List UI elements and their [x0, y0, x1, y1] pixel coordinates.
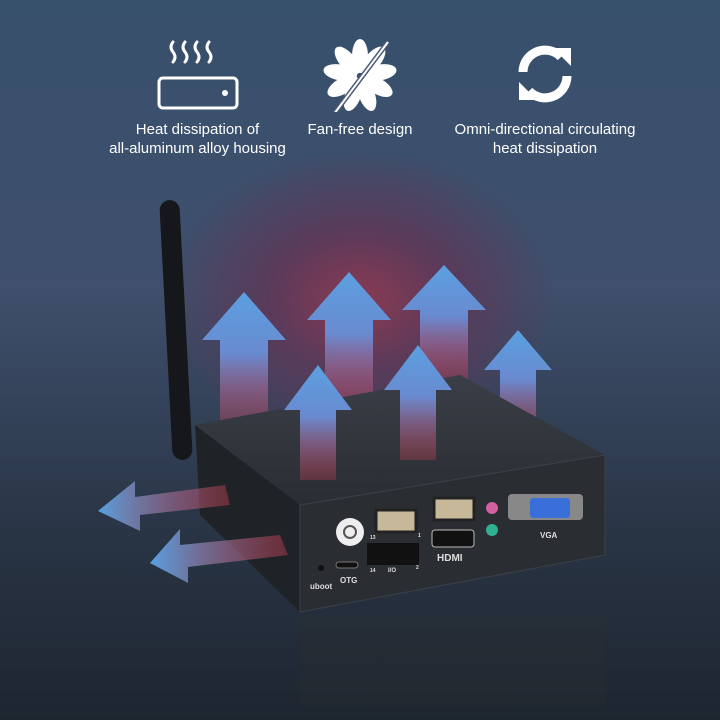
vga-label: VGA — [540, 531, 558, 540]
otg-label: OTG — [340, 576, 358, 585]
io-header — [367, 543, 419, 565]
hdmi-label: HDMI — [437, 553, 463, 564]
mic-jack — [486, 502, 498, 514]
antenna — [159, 200, 193, 460]
feature-fanfree: Fan-free design — [290, 32, 430, 139]
feature-circulating: Omni-directional circulating heat dissipa… — [440, 32, 650, 158]
audio-jack — [486, 524, 498, 536]
heat-arrow-left — [150, 529, 288, 583]
heat-arrow-up — [284, 365, 352, 480]
device-side — [195, 425, 300, 612]
uboot-button[interactable] — [318, 565, 324, 571]
heat-arrow-up — [307, 272, 391, 410]
heat-arrow-left — [98, 481, 230, 531]
io-label: I/O — [388, 568, 397, 574]
circulate-icon — [518, 45, 572, 103]
feature-housing: Heat dissipation of all-aluminum alloy ho… — [100, 32, 295, 158]
heat-arrow-up — [202, 292, 286, 430]
heat-arrow-up — [402, 265, 486, 380]
pin-label: 14 — [370, 568, 376, 574]
usb-port — [374, 508, 418, 534]
usb-port — [432, 496, 476, 522]
otg-port — [335, 561, 359, 569]
power-button[interactable] — [336, 518, 364, 546]
feature-caption: heat dissipation — [492, 140, 598, 157]
pin-label: 2 — [416, 565, 419, 571]
hdmi-port — [431, 529, 475, 548]
feature-caption: all-aluminum alloy housing — [109, 140, 286, 157]
feature-caption: Omni-directional circulating — [454, 121, 636, 138]
feature-caption: Heat dissipation of — [135, 121, 260, 138]
uboot-label: uboot — [310, 582, 333, 591]
no-fan-icon — [322, 39, 398, 112]
feature-caption: Fan-free design — [307, 121, 413, 138]
pin-label: 1 — [418, 533, 421, 539]
heat-arrow-up — [384, 345, 452, 460]
pin-label: 13 — [370, 535, 376, 541]
heat-housing-icon — [157, 40, 238, 110]
